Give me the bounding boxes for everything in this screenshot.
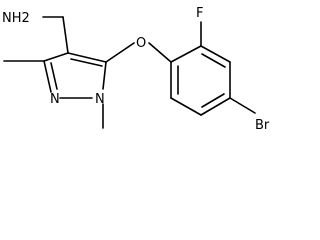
bond-c4-c5 [67,52,107,63]
bond-ar4-ar5-double [201,93,225,108]
bond-ar4-br [229,97,256,114]
bond-c3-c4 [43,52,69,62]
bond-ch2-c4 [62,16,69,54]
bond-n2-c3 [43,60,52,93]
bond-ar2-ar3-double [201,53,226,68]
bond-c5-n1 [102,61,107,90]
ether-oxygen-label: O [136,36,146,51]
bond-ar2-ar3 [200,45,231,63]
bond-c4-c5-double [70,58,103,67]
bond-n2-c3-double [50,62,58,90]
bond-ar4-ar5 [200,97,231,116]
bromine-label: Br [255,118,270,133]
bond-c5-o [105,42,135,63]
ring-nitrogen-n1-label: N [95,92,105,107]
chemical-structure-diagram: NH2 O F Br N N [2,6,270,133]
fluorine-label: F [196,6,203,21]
bond-o-aryl [148,42,172,63]
bond-ar1-ar2 [170,45,202,63]
bond-ar5-ar6 [170,97,202,116]
amine-label: NH2 [2,11,30,26]
ring-nitrogen-n2-label: N [50,92,60,107]
